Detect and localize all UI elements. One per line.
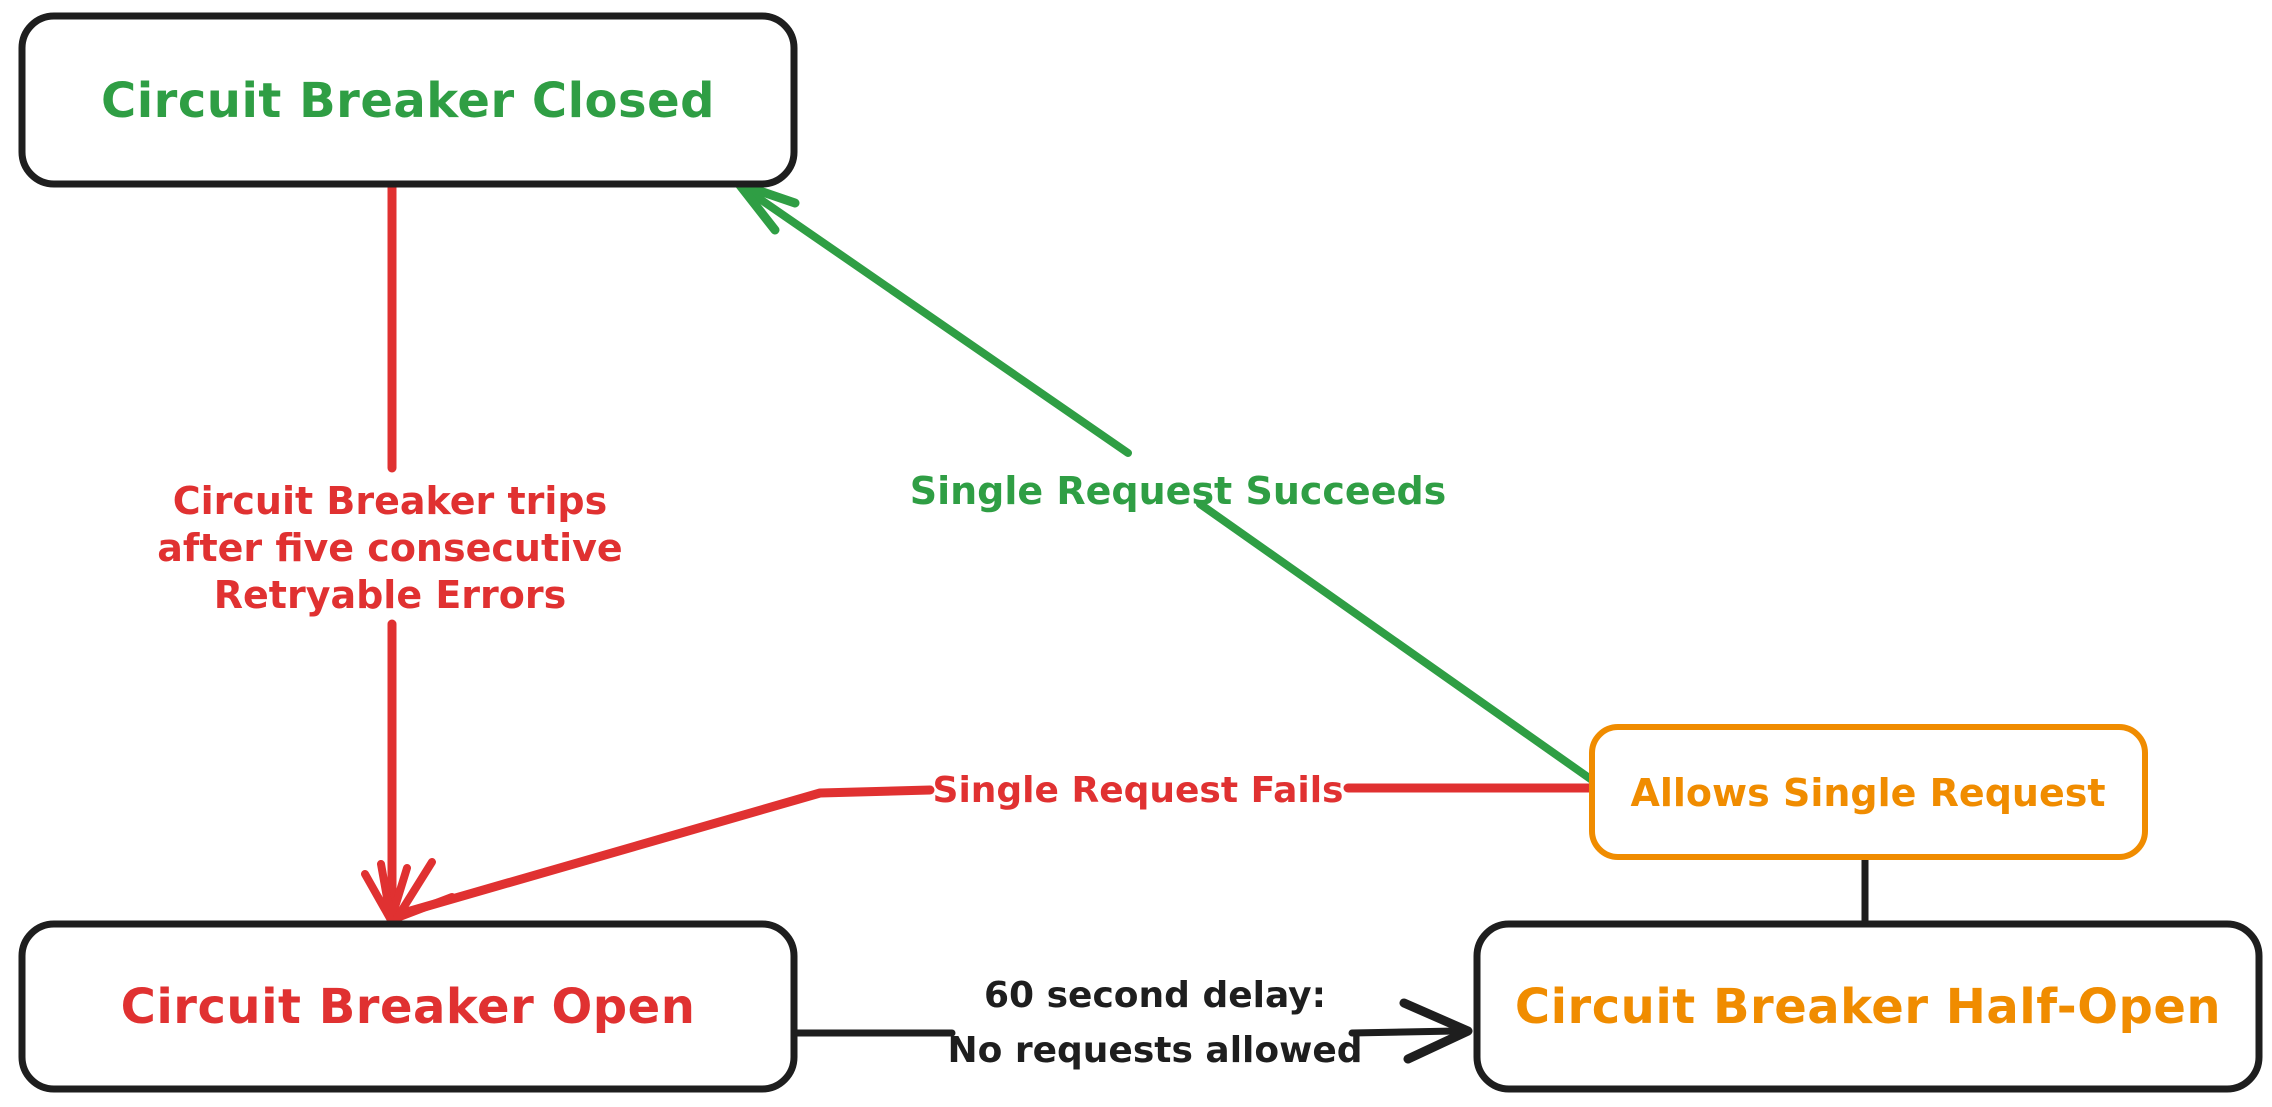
succeeds-line-lower (1196, 500, 1596, 784)
delay-label-line2: No requests allowed (947, 1030, 1362, 1071)
trips-label-line2: after five consecutive (157, 526, 622, 570)
delay-arrowhead (1399, 998, 1473, 1064)
trips-label-line3: Retryable Errors (214, 573, 566, 617)
edge-fails: Single Request Fails (393, 770, 1597, 922)
node-label-open: Circuit Breaker Open (121, 979, 696, 1035)
edge-trips: Circuit Breaker trips after five consecu… (157, 181, 623, 924)
node-label-allows-single-request: Allows Single Request (1630, 771, 2105, 815)
node-circuit-breaker-open: Circuit Breaker Open (18, 920, 798, 1093)
edge-delay: 60 second delay: No requests allowed (792, 975, 1473, 1071)
node-box-open (18, 920, 798, 1093)
trips-label-line1: Circuit Breaker trips (173, 479, 608, 523)
fails-line-left (395, 785, 935, 919)
succeeds-label: Single Request Succeeds (910, 469, 1447, 513)
node-box-allows-single-request (1589, 724, 2148, 860)
node-allows-single-request: Allows Single Request (1589, 724, 2148, 860)
delay-label-line1: 60 second delay: (984, 975, 1326, 1016)
node-box-half-open (1473, 920, 2263, 1093)
node-label-half-open: Circuit Breaker Half-Open (1515, 979, 2221, 1035)
fails-label: Single Request Fails (933, 770, 1344, 811)
node-circuit-breaker-half-open: Circuit Breaker Half-Open (1473, 920, 2263, 1093)
succeeds-line-upper (737, 182, 1132, 457)
delay-line-right (1348, 1027, 1460, 1037)
node-label-closed: Circuit Breaker Closed (101, 73, 715, 129)
node-circuit-breaker-closed: Circuit Breaker Closed (18, 12, 798, 188)
fails-arrowhead (393, 858, 456, 922)
edge-succeeds: Single Request Succeeds (734, 179, 1596, 784)
node-box-closed (18, 12, 798, 188)
trips-arrowhead (361, 860, 411, 924)
